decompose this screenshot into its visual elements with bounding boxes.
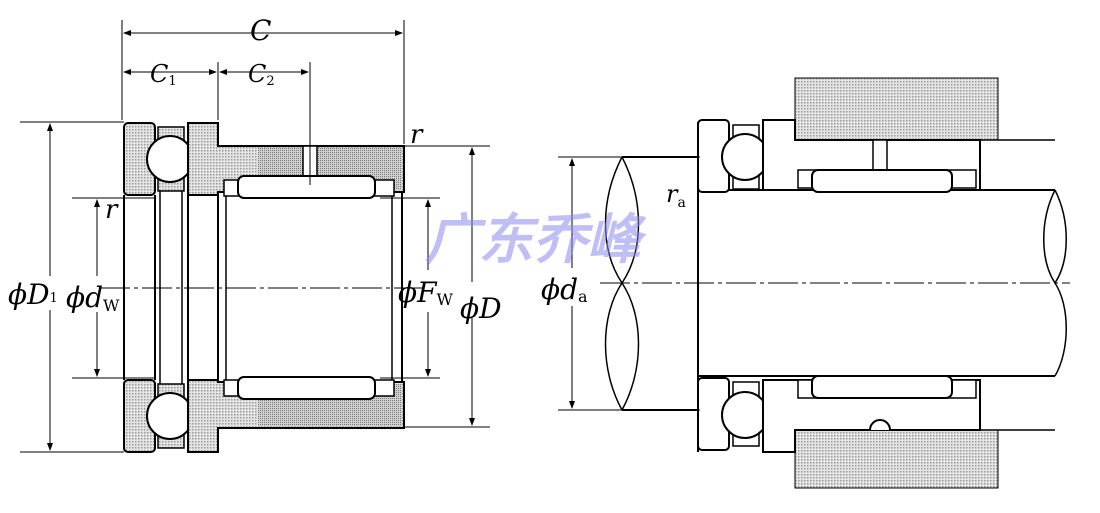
label-Fw-group: ϕFW xyxy=(398,276,454,309)
label-ra-group: ra xyxy=(666,180,686,211)
label-D: ϕD xyxy=(460,292,502,325)
label-C1: C xyxy=(150,60,168,88)
label-C2-sub: 2 xyxy=(266,74,274,89)
label-da-group: ϕda xyxy=(541,273,588,306)
label-D1-group: ϕD1 xyxy=(8,278,58,311)
label-r-left: r xyxy=(105,195,119,225)
label-C2: C xyxy=(248,60,266,88)
label-dw-sub: W xyxy=(103,296,120,315)
label-ra: r xyxy=(666,180,679,208)
mounting-section-right xyxy=(558,77,1070,489)
label-C2-group: C2 xyxy=(248,60,275,89)
label-dw-group: ϕdW xyxy=(66,281,120,315)
label-C1-sub: 1 xyxy=(168,74,176,89)
label-da: ϕd xyxy=(541,273,578,306)
label-C1-group: C1 xyxy=(150,60,177,89)
watermark: 广东乔峰 xyxy=(425,208,647,271)
dimension-lines-left xyxy=(20,20,490,453)
label-C: C xyxy=(250,14,271,47)
label-ra-sub: a xyxy=(677,195,685,211)
label-dw: ϕd xyxy=(66,281,103,314)
label-Fw-sub: W xyxy=(437,290,454,309)
label-D1-sub: 1 xyxy=(50,291,58,306)
label-r-top: r xyxy=(410,120,424,150)
label-Fw: ϕF xyxy=(398,276,438,309)
bearing-section-left xyxy=(100,122,425,453)
label-D1: ϕD xyxy=(8,278,50,311)
label-da-sub: a xyxy=(578,287,588,306)
